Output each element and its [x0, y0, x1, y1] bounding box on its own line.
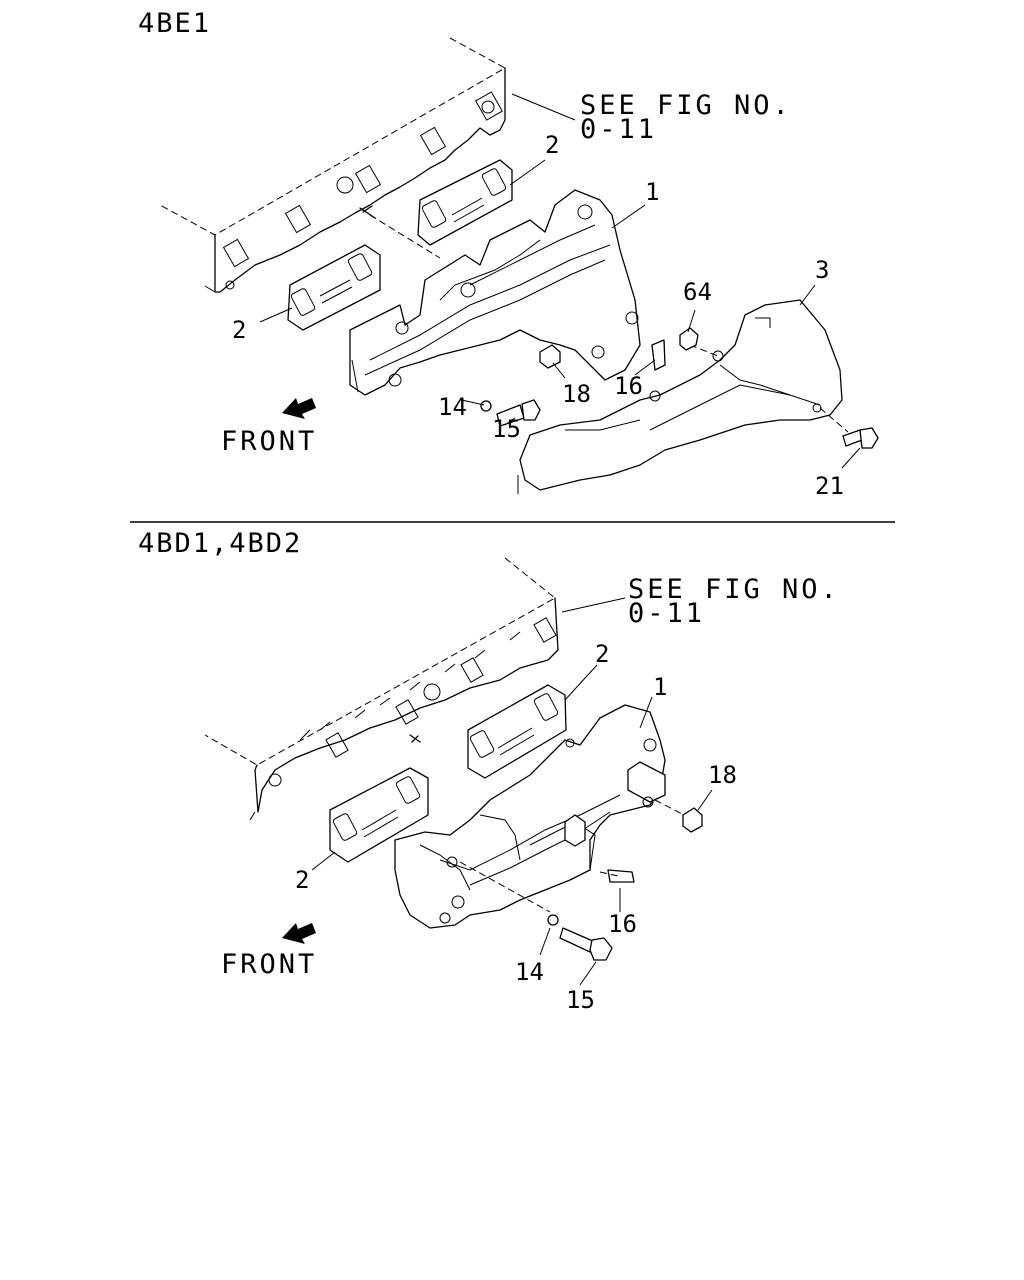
see-fig-leader: [511, 93, 576, 121]
callout-16: 16: [608, 910, 637, 938]
stud-16: [607, 869, 635, 883]
fasteners-4bd1: [547, 807, 703, 961]
callout-14: 14: [438, 393, 467, 421]
callout-18: 18: [708, 761, 737, 789]
leader-lines-4be1: [259, 159, 861, 469]
callout-1: 1: [645, 178, 659, 206]
callout-1: 1: [653, 673, 667, 701]
gasket-lower: [287, 244, 381, 331]
washer-14: [547, 914, 559, 926]
front-label: FRONT: [221, 426, 317, 457]
bolt-15-head: [521, 399, 541, 421]
cylinder-head: [204, 557, 559, 821]
callout-15: 15: [492, 415, 521, 443]
gasket-lower: [329, 767, 429, 863]
see-fig-leader: [561, 597, 626, 613]
front-label: FRONT: [221, 949, 317, 980]
washer-14: [480, 400, 492, 412]
callout-2-lower: 2: [232, 316, 246, 344]
bolt-15-head: [589, 937, 613, 961]
callout-21: 21: [815, 472, 844, 500]
stud-16: [651, 339, 666, 371]
callout-18: 18: [562, 380, 591, 408]
heat-shield: [517, 299, 849, 494]
exhaust-manifold-4be1: [349, 189, 641, 396]
callout-15: 15: [566, 986, 595, 1014]
exhaust-manifold-4bd1: [394, 704, 691, 929]
section-4bd1-4bd2: 4BD1,4BD2 SEE FIG NO. 0-11: [138, 528, 840, 1014]
front-arrow-icon: [282, 398, 316, 419]
see-fig-number: 0-11: [628, 598, 705, 629]
fasteners-4be1: [480, 327, 879, 449]
bolt-21-shank: [842, 429, 863, 447]
section-title: 4BD1,4BD2: [138, 528, 302, 559]
nut-18: [539, 344, 561, 369]
callout-14: 14: [515, 958, 544, 986]
gasket-upper: [417, 159, 513, 246]
leader-lines-4bd1: [311, 664, 713, 986]
see-fig-label: SEE FIG NO.: [580, 90, 792, 121]
washer-64: [679, 327, 699, 351]
gasket-upper: [467, 684, 567, 779]
callout-16: 16: [614, 372, 643, 400]
section-title: 4BE1: [138, 8, 211, 39]
front-arrow-icon: [282, 923, 316, 944]
section-4be1: 4BE1 SEE FIG NO. 0-11: [138, 8, 879, 500]
callout-2-lower: 2: [295, 866, 309, 894]
callout-64: 64: [683, 278, 712, 306]
cylinder-head: [159, 37, 507, 293]
callout-3: 3: [815, 256, 829, 284]
nut-18: [682, 807, 703, 833]
callout-2-upper: 2: [595, 640, 609, 668]
see-fig-label: SEE FIG NO.: [628, 574, 840, 605]
callout-2-upper: 2: [545, 131, 559, 159]
bolt-21-head: [859, 427, 879, 449]
see-fig-number: 0-11: [580, 114, 657, 145]
bolt-15-shank: [559, 927, 596, 953]
